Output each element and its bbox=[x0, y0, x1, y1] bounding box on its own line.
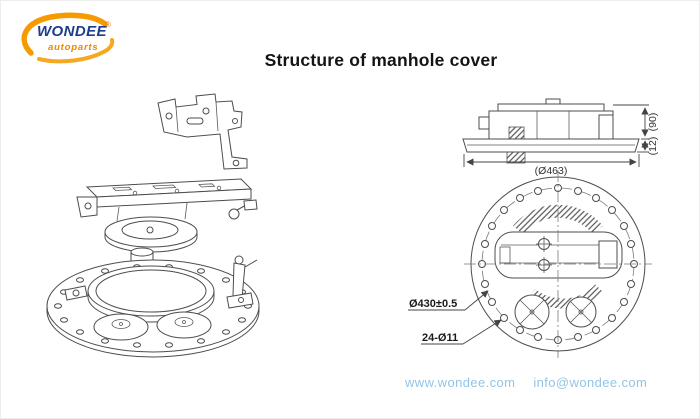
dim-90-label: (90) bbox=[647, 113, 659, 132]
email-text: info@wondee.com bbox=[533, 375, 648, 390]
cover-ring-drawing bbox=[46, 255, 260, 358]
valve-circles bbox=[514, 294, 597, 330]
wondee-logo: WONDEE ® autoparts bbox=[15, 9, 123, 67]
latch-lever bbox=[226, 255, 258, 309]
top-view-drawing: Ø430±0.5 24-Ø11 bbox=[408, 170, 652, 358]
pivot-markers bbox=[536, 236, 552, 273]
latch-mechanism-plan bbox=[494, 231, 623, 279]
hinge-bracket bbox=[64, 285, 88, 301]
label-bolt-holes: 24-Ø11 bbox=[421, 319, 502, 345]
center-crosshair bbox=[464, 170, 652, 358]
logo-subtitle: autoparts bbox=[48, 42, 99, 53]
dimension-thickness-12: (12) bbox=[637, 137, 659, 156]
label-bolt-circle-dia: Ø430±0.5 bbox=[408, 290, 489, 311]
bolt-circle-label: Ø430±0.5 bbox=[409, 298, 457, 310]
registered-trademark: ® bbox=[105, 20, 111, 29]
logo-brand-text: WONDEE bbox=[37, 23, 107, 40]
dimension-height-90: (90) bbox=[613, 104, 659, 140]
contact-footer: www.wondee.com info@wondee.com bbox=[405, 375, 665, 390]
flange-bolt-holes bbox=[54, 264, 252, 348]
dim-463-label: (Ø463) bbox=[535, 165, 568, 177]
side-view-drawing: (Ø463) (90) (12) bbox=[462, 98, 659, 177]
website-text: www.wondee.com bbox=[405, 375, 516, 390]
bracket-part-drawing bbox=[157, 93, 248, 170]
dim-12-label: (12) bbox=[647, 137, 659, 156]
page-title: Structure of manhole cover bbox=[264, 50, 498, 70]
dimension-diameter-463: (Ø463) bbox=[463, 154, 640, 177]
latch-assembly-drawing bbox=[76, 178, 258, 265]
breather-covers bbox=[93, 311, 212, 341]
bolt-holes-label: 24-Ø11 bbox=[422, 332, 458, 344]
logo-swoosh-icon bbox=[21, 12, 115, 64]
